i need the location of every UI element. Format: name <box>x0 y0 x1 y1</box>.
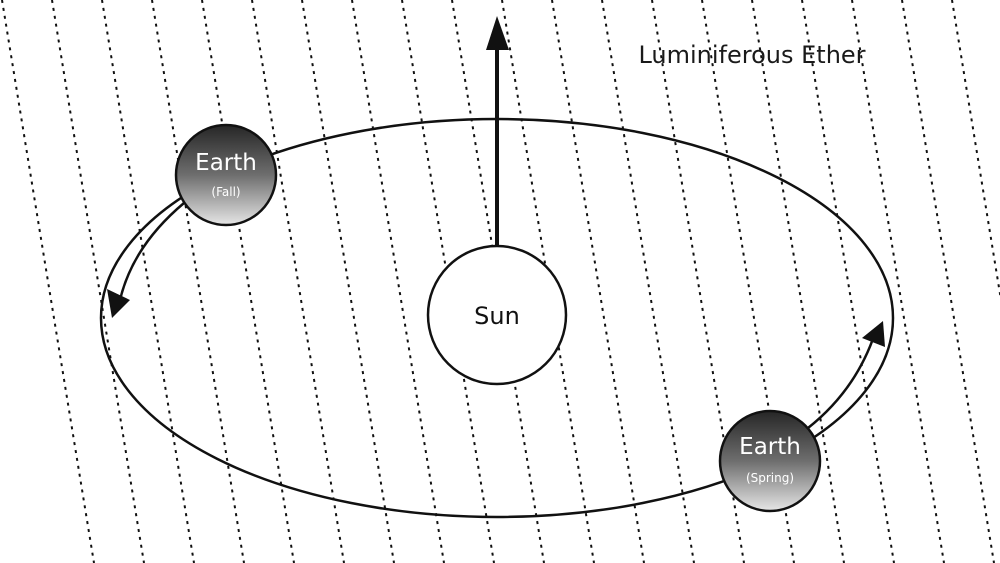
ether-line <box>551 0 645 563</box>
earth-spring-season: (Spring) <box>746 471 794 485</box>
spring-direction-arrow <box>807 332 877 429</box>
spring-arrowhead-icon <box>862 321 885 347</box>
earth-spring-label: Earth <box>739 434 801 460</box>
sun-circle <box>426 244 568 386</box>
earth-fall-season: (Fall) <box>211 185 240 199</box>
ether-line <box>151 0 245 563</box>
diagram-title: Luminiferous Ether <box>638 41 865 69</box>
ether-line <box>351 0 445 563</box>
ether-line <box>601 0 695 563</box>
earth-spring: Earth (Spring) <box>718 409 822 513</box>
ether-line <box>901 0 995 563</box>
fall-arrowhead-icon <box>107 289 130 318</box>
earth-fall-globe <box>174 123 278 227</box>
ether-line <box>301 0 395 563</box>
ether-line <box>201 0 295 563</box>
ether-line <box>101 0 195 563</box>
ether-line <box>51 0 145 563</box>
earth-fall-label: Earth <box>195 150 257 176</box>
earth-fall: Earth (Fall) <box>174 123 278 227</box>
sun-motion-arrowhead-icon <box>486 16 509 50</box>
ether-line <box>851 0 945 563</box>
ether-line <box>1 0 95 563</box>
earth-spring-globe <box>718 409 822 513</box>
sun-label: Sun <box>474 302 520 330</box>
ether-line <box>951 0 1000 300</box>
